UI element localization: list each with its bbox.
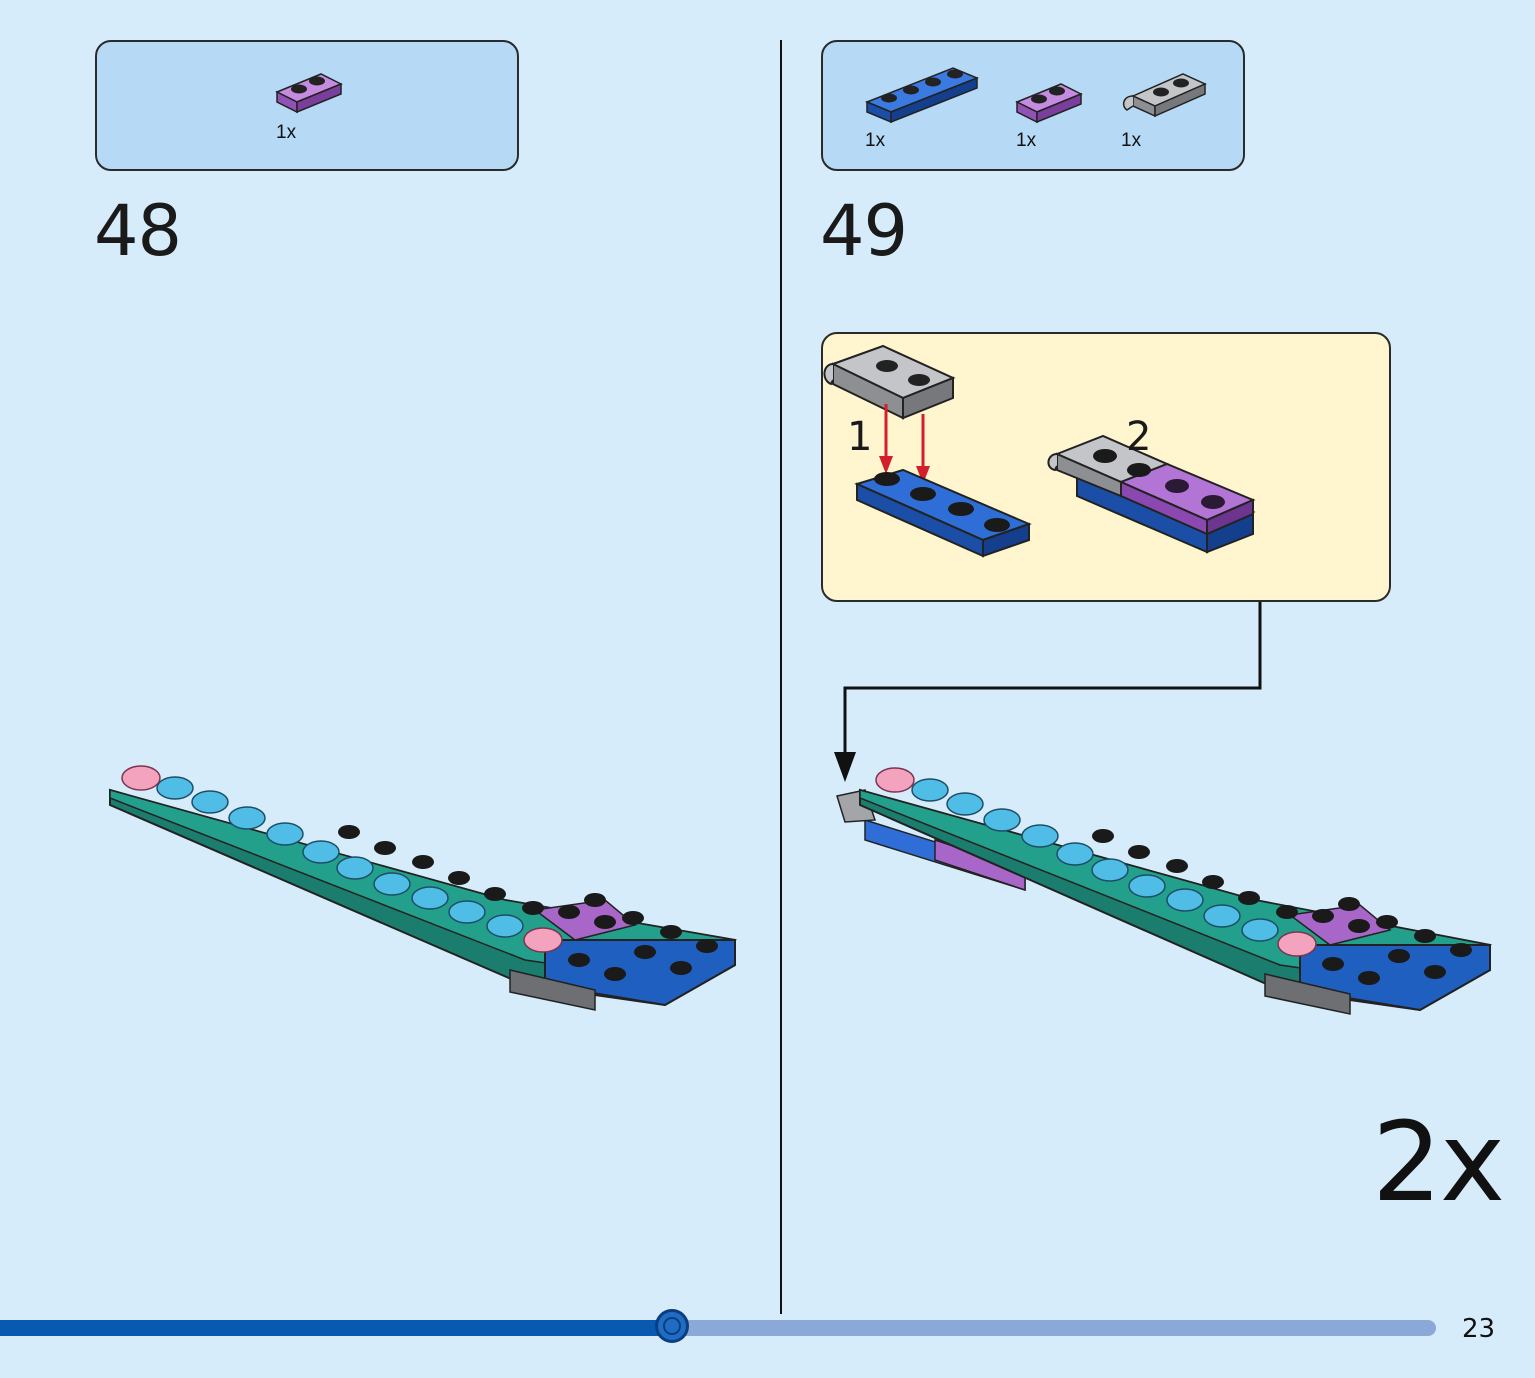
substep-1-illustration xyxy=(823,344,1032,558)
step-49-model-illustration xyxy=(836,767,1493,1015)
part-quantity: 1x xyxy=(1016,130,1037,151)
substep-2-illustration xyxy=(1047,434,1257,554)
progress-fill xyxy=(0,1320,672,1336)
parts-list-step-48: 1x xyxy=(95,40,519,171)
part-quantity: 1x xyxy=(276,122,297,143)
subassembly-callout: 1 2 xyxy=(821,332,1391,602)
blue-plate-1x4-icon xyxy=(865,67,979,124)
page-divider xyxy=(780,40,782,1314)
step-number: 48 xyxy=(94,190,182,272)
part-quantity: 1x xyxy=(865,130,886,151)
purple-plate-1x2-icon xyxy=(275,73,343,114)
step-48-model-illustration xyxy=(109,765,738,1011)
build-multiplier: 2x xyxy=(1372,1098,1505,1226)
callout-connector-arrow xyxy=(834,602,1262,782)
step-number: 49 xyxy=(820,190,908,272)
grey-clip-plate-icon xyxy=(1122,73,1207,118)
progress-marker-icon xyxy=(655,1309,689,1343)
progress-bar xyxy=(0,1309,1436,1343)
substep-number: 2 xyxy=(1126,414,1152,460)
part-quantity: 1x xyxy=(1121,130,1142,151)
purple-plate-1x2-icon xyxy=(1015,83,1083,124)
parts-list-step-49: 1x 1x 1x xyxy=(821,40,1245,171)
page-number: 23 xyxy=(1462,1314,1496,1344)
substep-number: 1 xyxy=(847,414,873,460)
